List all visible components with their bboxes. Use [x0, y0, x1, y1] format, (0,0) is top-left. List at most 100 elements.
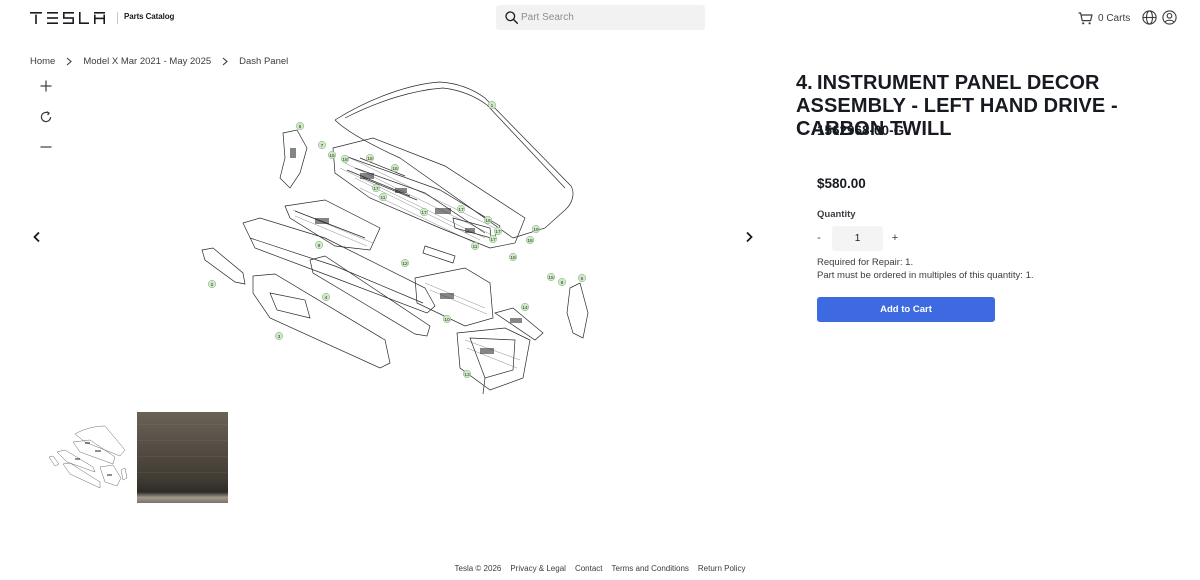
footer: Tesla © 2026 Privacy & Legal Contact Ter… [0, 564, 1200, 573]
required-for-repair-text: Required for Repair: 1. [817, 257, 914, 268]
callout-label: 8 [561, 280, 564, 286]
callout-label: 15 [329, 153, 335, 159]
cart-label: 0 Carts [1098, 12, 1131, 24]
reset-zoom-button[interactable] [38, 109, 54, 125]
callout-label: 15 [548, 275, 554, 281]
callout-label: 9 [318, 243, 321, 249]
callout-label: 18 [342, 157, 348, 163]
callout-marker [400, 258, 409, 267]
catalog-label[interactable]: Parts Catalog [124, 12, 175, 21]
thumbnail-photo[interactable] [137, 412, 228, 503]
callout-label: 16 [392, 166, 398, 172]
cart-button[interactable]: 0 Carts [1078, 10, 1130, 26]
callout-marker [489, 234, 498, 243]
callout-label: 3 [278, 334, 281, 340]
callout-label: 17 [458, 207, 464, 213]
globe-icon[interactable] [1142, 10, 1157, 25]
chevron-right-icon[interactable] [742, 230, 756, 244]
callout-marker [471, 241, 480, 250]
callout-label: 1 [491, 103, 494, 109]
callout-marker [488, 101, 497, 110]
diagram-thumbnail-image [48, 425, 128, 489]
reset-icon [40, 111, 52, 123]
callout-label: 14 [522, 305, 528, 311]
callout-label: 11 [381, 195, 386, 201]
callout-marker [419, 207, 428, 216]
minus-icon [40, 146, 52, 148]
callout-marker [365, 153, 374, 162]
search-icon [505, 11, 518, 24]
callout-marker [327, 150, 336, 159]
callout-label: 10 [444, 317, 450, 323]
zoom-in-button[interactable] [38, 78, 54, 94]
part-number: 1562968-00-G [817, 123, 905, 138]
zoom-out-button[interactable] [38, 139, 54, 155]
callout-marker [442, 314, 451, 323]
product-title: INSTRUMENT PANEL DECOR ASSEMBLY - LEFT H… [796, 72, 1118, 140]
add-to-cart-button[interactable]: Add to Cart [817, 297, 995, 322]
chevron-right-icon [222, 57, 228, 65]
quantity-increment-button[interactable]: + [891, 232, 899, 244]
thumbnail-diagram[interactable] [45, 412, 136, 503]
quantity-label: Quantity [817, 209, 856, 220]
price: $580.00 [817, 176, 866, 191]
callout-marker [457, 204, 466, 213]
footer-link-contact[interactable]: Contact [574, 564, 603, 573]
callout-label: 17 [421, 210, 427, 216]
callout-marker [371, 183, 380, 192]
callout-marker [340, 154, 349, 163]
callout-label: 2 [211, 282, 214, 288]
callout-label: 17 [495, 229, 501, 235]
callout-marker [207, 279, 216, 288]
callout-marker [526, 235, 535, 244]
callout-label: 6 [581, 276, 584, 282]
breadcrumb-home[interactable]: Home [30, 55, 56, 67]
callout-label: 19 [533, 227, 539, 233]
quantity-decrement-button[interactable]: - [817, 232, 821, 244]
callout-marker [295, 122, 304, 131]
logo-divider [117, 12, 118, 24]
callout-marker [547, 272, 556, 281]
callout-marker [463, 370, 472, 379]
callout-marker [390, 163, 399, 172]
callout-label: 5 [299, 124, 302, 130]
breadcrumb-model[interactable]: Model X Mar 2021 - May 2025 [83, 55, 212, 67]
callout-marker [558, 277, 567, 286]
callout-marker [484, 215, 493, 224]
callout-label: 11 [473, 244, 478, 250]
callout-label: 16 [485, 218, 491, 224]
callout-marker [532, 224, 541, 233]
callout-marker [509, 252, 518, 261]
order-multiples-text: Part must be ordered in multiples of thi… [817, 270, 1034, 281]
footer-link-privacy[interactable]: Privacy & Legal [510, 564, 566, 573]
callout-label: 18 [367, 156, 373, 162]
account-icon[interactable] [1162, 10, 1177, 25]
footer-link-terms[interactable]: Terms and Conditions [611, 564, 689, 573]
chevron-right-icon [66, 57, 73, 65]
callout-label: 12 [402, 261, 408, 267]
callout-marker [494, 226, 503, 235]
quantity-input[interactable] [832, 226, 883, 251]
chevron-left-icon[interactable] [30, 230, 44, 244]
callout-marker [314, 240, 323, 249]
callout-marker [321, 292, 330, 301]
footer-copyright: Tesla © 2026 [454, 564, 502, 573]
callout-marker [317, 141, 326, 150]
callout-marker [521, 302, 530, 311]
callout-label: 17 [373, 186, 379, 192]
header: Parts Catalog 0 Carts [0, 0, 1200, 36]
cart-icon [1078, 11, 1093, 24]
callout-label: 13 [464, 372, 470, 378]
breadcrumb-section[interactable]: Dash Panel [239, 55, 289, 67]
item-number: 4. [796, 72, 813, 94]
tesla-logo[interactable] [30, 12, 108, 24]
footer-link-return-policy[interactable]: Return Policy [697, 564, 746, 573]
callout-label: 7 [321, 143, 324, 149]
callout-marker [578, 273, 587, 282]
callout-marker [274, 331, 283, 340]
search-input[interactable] [521, 8, 697, 27]
callout-label: 18 [510, 255, 516, 261]
callout-label: 18 [527, 238, 533, 244]
